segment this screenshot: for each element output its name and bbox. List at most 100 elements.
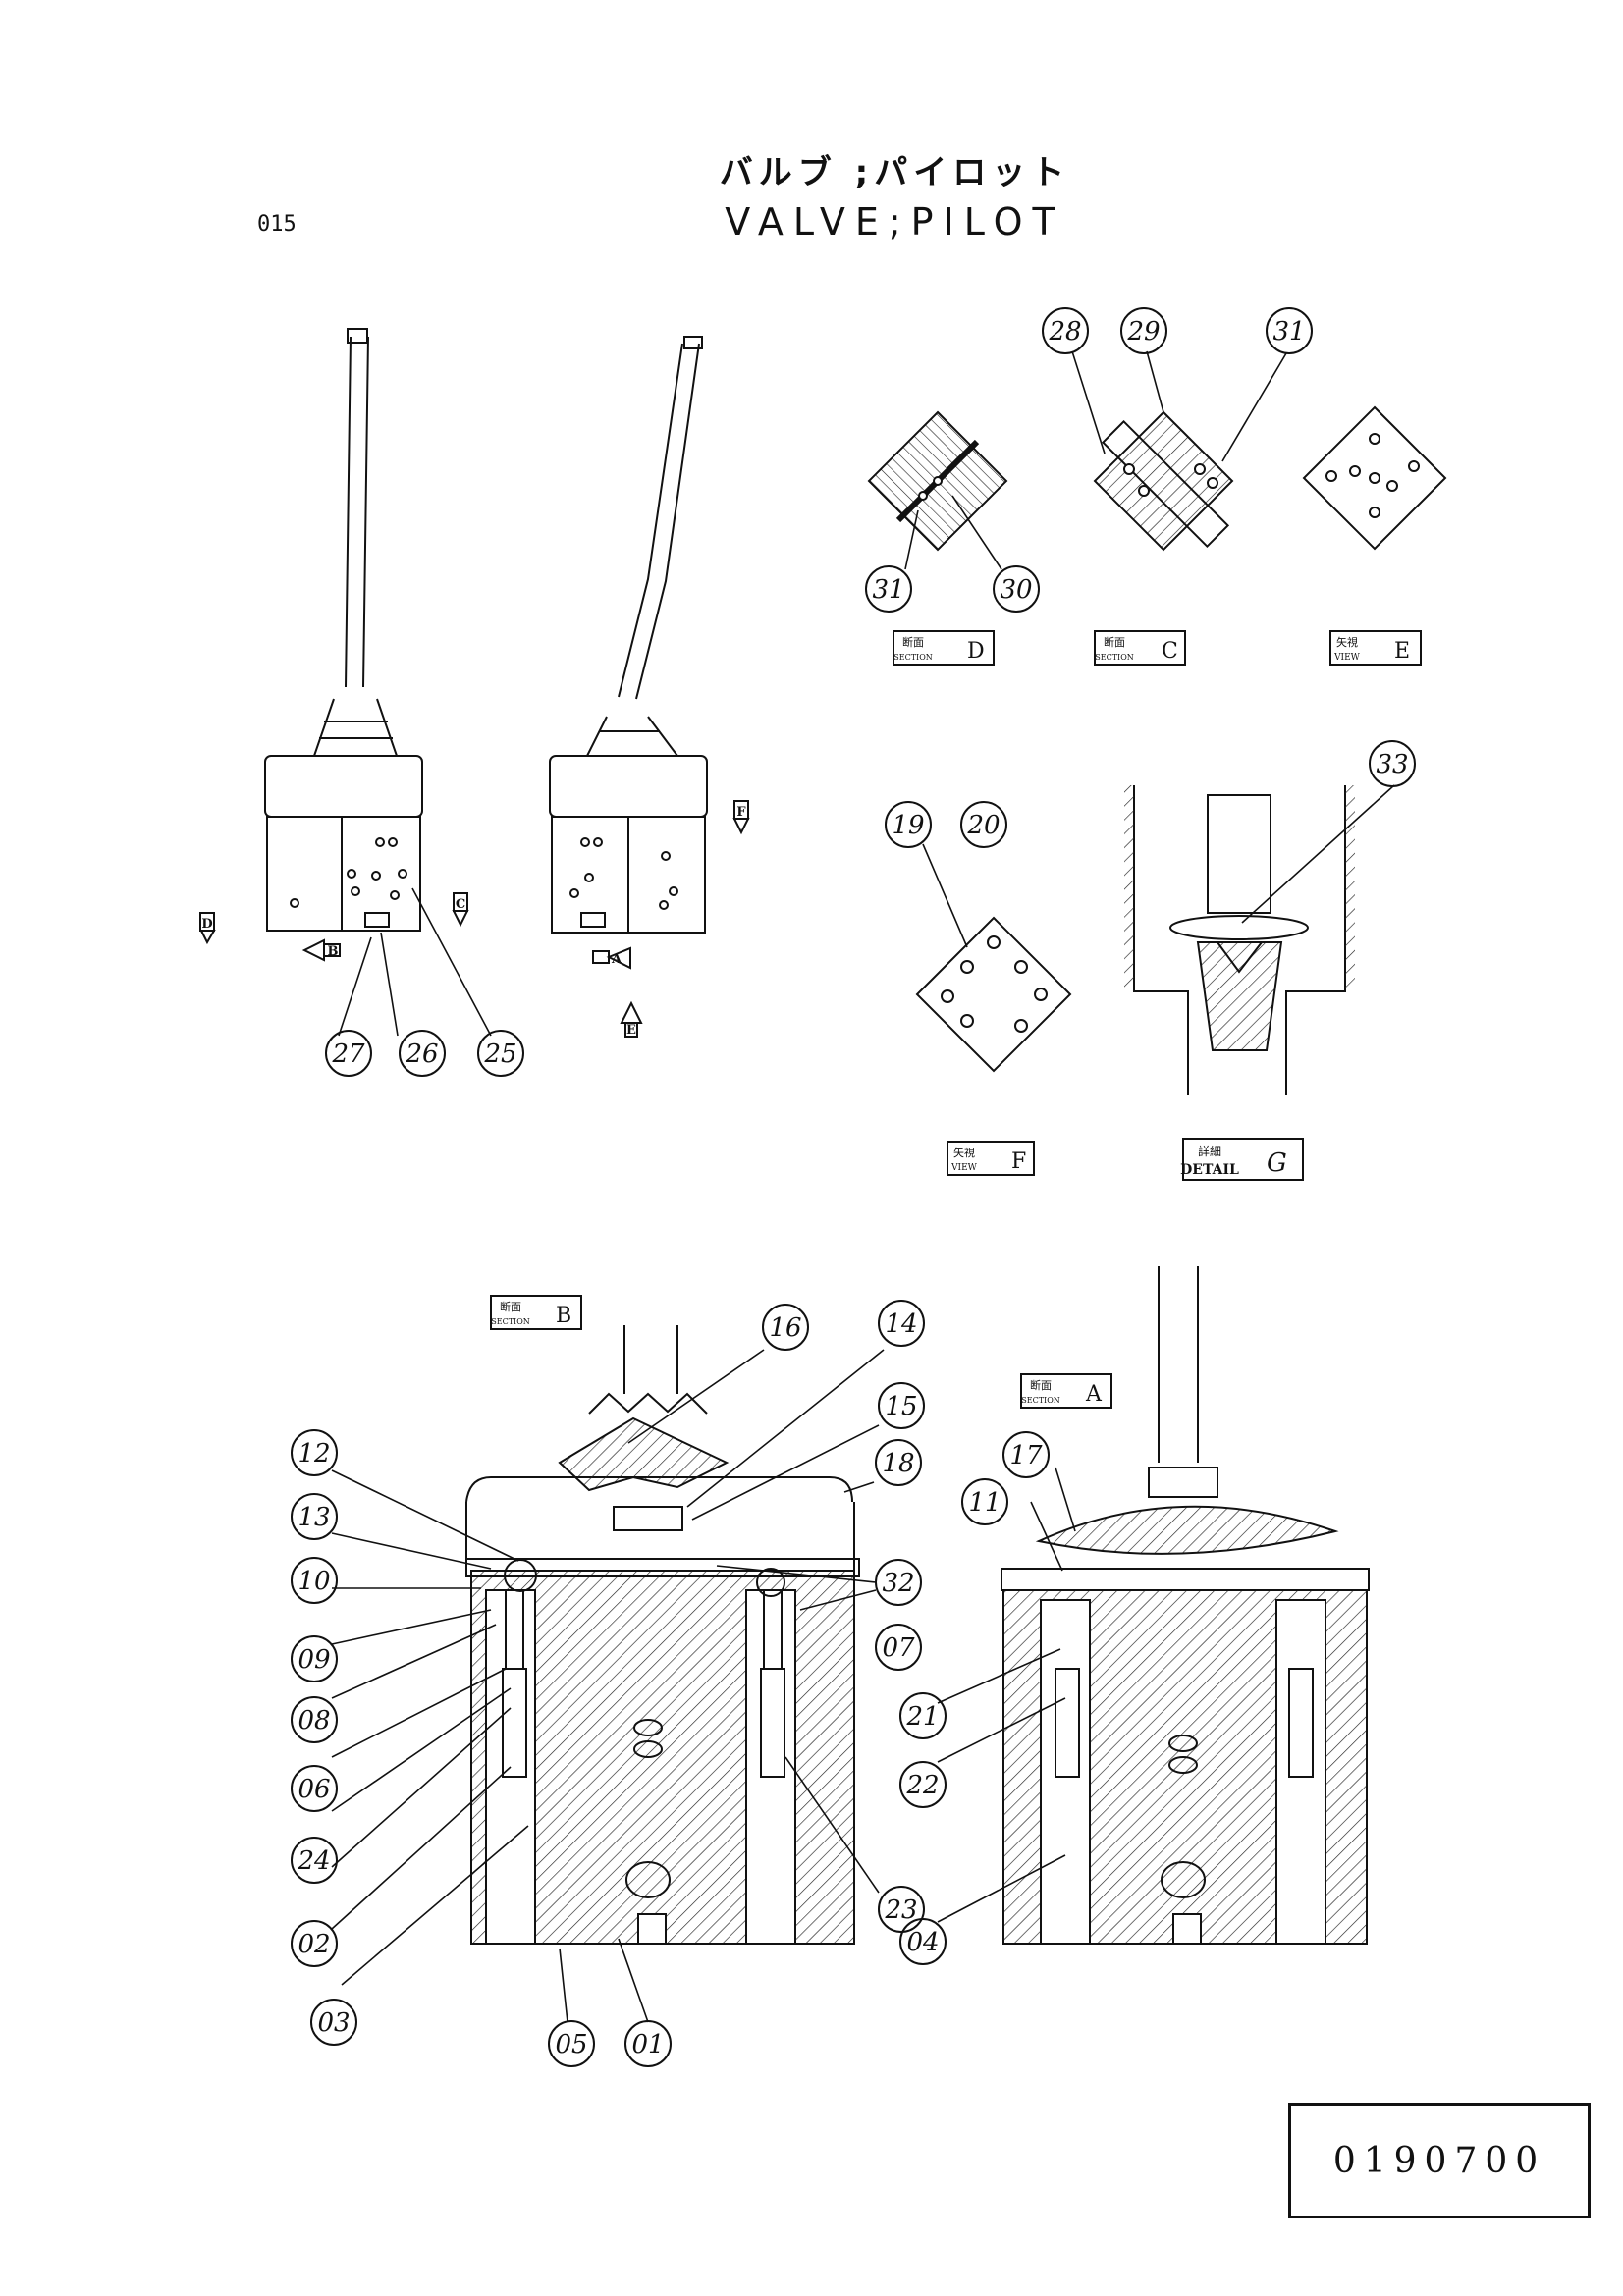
callout-24 <box>291 1837 338 1884</box>
callout-04 <box>899 1918 947 1965</box>
arrow-letters: B A E D C F <box>201 805 746 1038</box>
callout-label-09: 09 <box>298 1645 330 1675</box>
drawing-number-box: 0190700 <box>1288 2103 1591 2218</box>
callout-18 <box>875 1439 922 1486</box>
section-a-cutaway <box>1001 1266 1370 1945</box>
callout-label-30: 30 <box>1000 575 1032 605</box>
label-view-f: 矢視 VIEW F <box>947 1141 1035 1176</box>
svg-text:E: E <box>1394 639 1410 664</box>
callout-13 <box>291 1493 338 1540</box>
svg-text:断面: 断面 <box>902 635 924 649</box>
callout-label-20: 20 <box>966 811 1000 840</box>
callout-23 <box>878 1886 925 1933</box>
callout-03 <box>310 1999 357 2046</box>
view-labels: 断面 SECTION D 断面 SECTION C 矢視 VIEW E 矢視 V… <box>490 630 1422 1409</box>
view-f <box>915 916 1072 1073</box>
section-c-view <box>1093 410 1234 552</box>
callout-label-21: 21 <box>905 1702 939 1732</box>
arrow-letter-a: A <box>611 952 622 967</box>
arrow-e-icon <box>620 1000 643 1038</box>
callout-31-top <box>1266 307 1313 354</box>
svg-text:B: B <box>556 1304 571 1328</box>
callout-10 <box>291 1557 338 1604</box>
callout-29 <box>1120 307 1167 354</box>
callout-circles <box>291 307 1416 2067</box>
callout-label-27: 27 <box>331 1040 365 1069</box>
svg-text:断面: 断面 <box>500 1300 521 1313</box>
callout-12 <box>291 1429 338 1476</box>
callout-label-19: 19 <box>892 811 924 840</box>
leader-lines <box>331 350 1395 2023</box>
callout-label-23: 23 <box>884 1896 917 1925</box>
callout-17 <box>1002 1431 1050 1478</box>
callout-label-01: 01 <box>631 2030 664 2059</box>
callout-label-07: 07 <box>882 1633 915 1663</box>
callout-label-08: 08 <box>298 1706 330 1735</box>
callout-label-03: 03 <box>317 2008 350 2038</box>
callout-label-31: 31 <box>1272 317 1305 347</box>
callout-label-15: 15 <box>885 1392 917 1421</box>
drawing-number: 0190700 <box>1332 2140 1546 2181</box>
svg-text:SECTION: SECTION <box>893 653 933 662</box>
callout-label-16: 16 <box>769 1313 801 1343</box>
callout-label-28: 28 <box>1048 317 1081 347</box>
callout-numbers: 28 29 31 31 30 33 19 20 27 26 25 16 14 1… <box>297 317 1408 2059</box>
joystick-left-view <box>264 328 423 932</box>
callout-22 <box>899 1761 947 1808</box>
title-english: VALVE;PILOT <box>725 200 1065 243</box>
callout-11 <box>961 1478 1008 1525</box>
callout-label-22: 22 <box>905 1771 939 1800</box>
label-section-c: 断面 SECTION C <box>1094 630 1186 666</box>
callout-16 <box>762 1304 809 1351</box>
callout-label-02: 02 <box>298 1930 330 1959</box>
callout-label-14: 14 <box>885 1309 917 1339</box>
svg-text:DETAIL: DETAIL <box>1180 1162 1239 1178</box>
svg-text:SECTION: SECTION <box>1095 653 1134 662</box>
callout-07 <box>875 1624 922 1671</box>
callout-26 <box>399 1030 446 1077</box>
section-b-cutaway <box>465 1325 860 1945</box>
arrow-b-icon <box>301 938 341 962</box>
label-view-e: 矢視 VIEW E <box>1329 630 1422 666</box>
callout-label-25: 25 <box>483 1040 516 1069</box>
arrow-d-icon <box>199 912 216 945</box>
label-section-d: 断面 SECTION D <box>893 630 995 666</box>
callout-label-12: 12 <box>298 1439 330 1468</box>
svg-text:SECTION: SECTION <box>1021 1396 1060 1405</box>
label-section-b: 断面 SECTION B <box>490 1295 582 1330</box>
callout-label-13: 13 <box>298 1503 330 1532</box>
arrow-a-icon <box>592 946 631 970</box>
callout-label-33: 33 <box>1376 750 1408 779</box>
arrow-letter-e: E <box>626 1023 636 1038</box>
callout-label-26: 26 <box>405 1040 438 1069</box>
callout-09 <box>291 1635 338 1682</box>
callout-label-10: 10 <box>298 1567 330 1596</box>
section-d-view <box>867 410 1008 552</box>
callout-30 <box>993 565 1040 613</box>
callout-label-32: 32 <box>882 1569 914 1598</box>
arrow-letter-c: C <box>456 897 465 912</box>
callout-label-29: 29 <box>1126 317 1160 347</box>
page-code: 015 <box>257 212 297 237</box>
callout-label-18: 18 <box>882 1449 914 1478</box>
label-detail-g: 詳細 DETAIL G <box>1180 1138 1304 1181</box>
joystick-right-view <box>549 336 708 934</box>
callout-02 <box>291 1920 338 1967</box>
svg-text:SECTION: SECTION <box>491 1317 530 1326</box>
svg-text:詳細: 詳細 <box>1198 1144 1221 1158</box>
arrow-c-icon <box>452 892 469 928</box>
svg-text:D: D <box>967 639 985 664</box>
label-section-a: 断面 SECTION A <box>1020 1373 1112 1409</box>
callout-06 <box>291 1765 338 1812</box>
svg-text:矢視: 矢視 <box>1336 635 1358 649</box>
callout-28 <box>1042 307 1089 354</box>
callout-label-24: 24 <box>297 1846 330 1876</box>
callout-15 <box>878 1382 925 1429</box>
callout-14 <box>878 1300 925 1347</box>
svg-text:A: A <box>1085 1382 1103 1407</box>
svg-text:VIEW: VIEW <box>950 1163 978 1173</box>
callout-08 <box>291 1696 338 1743</box>
svg-text:C: C <box>1162 639 1178 664</box>
callout-27 <box>325 1030 372 1077</box>
